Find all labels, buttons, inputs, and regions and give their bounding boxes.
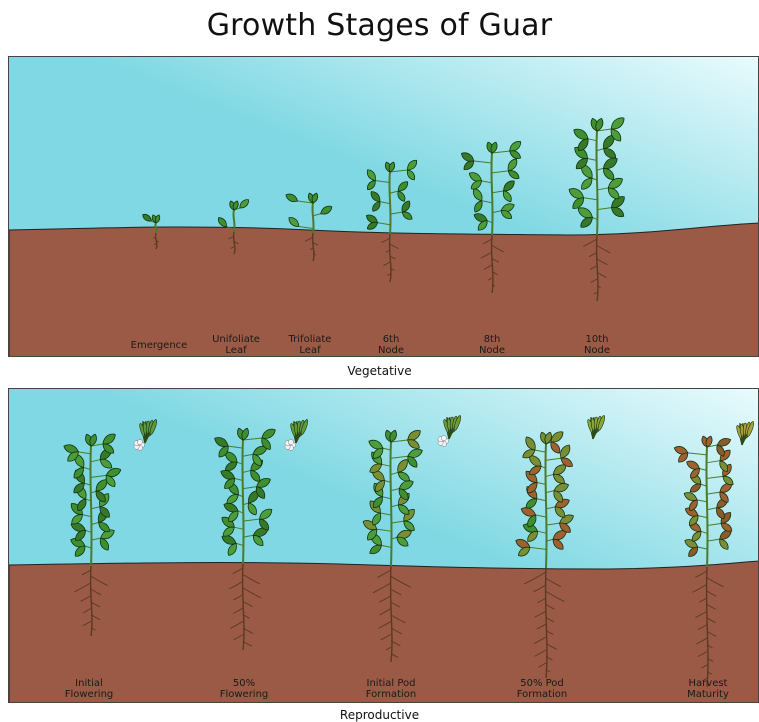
stage-label-10th-node: 10th Node [552,334,642,356]
vegetative-caption: Vegetative [0,364,759,378]
flower-petal [441,436,446,441]
stage-label-8th-node: 8th Node [447,334,537,356]
vegetative-panel: Emergence Unifoliate Leaf Trifoliate Lea… [8,56,759,357]
vegetative-scene [9,57,759,357]
stage-label-50-flowering: 50% Flowering [199,678,289,700]
reproductive-caption: Reproductive [0,708,759,722]
diagram-title: Growth Stages of Guar [0,8,759,43]
stage-label-50-pod-formation: 50% Pod Formation [497,678,587,700]
flower-petal [288,440,293,445]
stage-label-6th-node: 6th Node [346,334,436,356]
stage-label-harvest-maturity: Harvest Maturity [663,678,753,700]
reproductive-scene [9,389,759,703]
stem [155,223,156,233]
reproductive-panel: Initial Flowering 50% Flowering Initial … [8,388,759,703]
stage-label-initial-pod-formation: Initial Pod Formation [346,678,436,700]
stage-label-initial-flowering: Initial Flowering [44,678,134,700]
stage-label-trifoliate-leaf: Trifoliate Leaf [265,334,355,356]
flower-petal [137,440,142,445]
